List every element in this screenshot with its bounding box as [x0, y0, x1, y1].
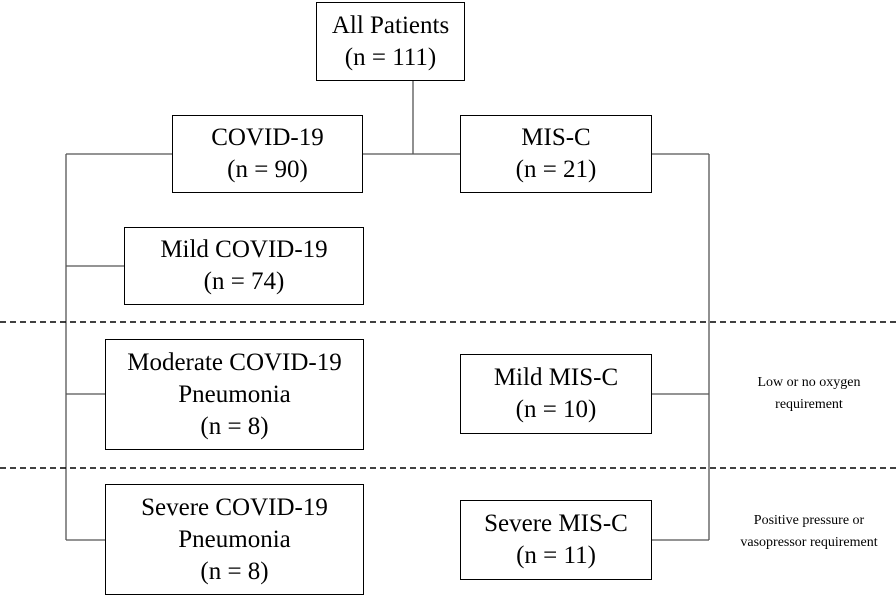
- severe-covid-sublabel: Pneumonia: [178, 525, 291, 553]
- severe-misc-count: (n = 11): [516, 542, 596, 569]
- covid-box: COVID-19 (n = 90): [172, 115, 363, 193]
- moderate-covid-sublabel: Pneumonia: [178, 380, 291, 408]
- mild-covid-count: (n = 74): [203, 268, 285, 295]
- mild-covid-label: Mild COVID-19: [160, 236, 328, 263]
- severe-covid-count: (n = 8): [200, 557, 269, 585]
- severe-covid-label: Severe COVID-19: [141, 493, 328, 521]
- misc-label: MIS-C: [521, 124, 591, 151]
- tier2-note-line2: requirement: [775, 397, 843, 412]
- misc-box: MIS-C (n = 21): [460, 115, 652, 193]
- severe-misc-box: Severe MIS-C (n = 11): [460, 500, 652, 580]
- covid-count: (n = 90): [227, 156, 308, 183]
- all-patients-count: (n = 111): [344, 43, 437, 71]
- tier3-note-line2: vasopressor requirement: [740, 535, 878, 550]
- mild-covid-box: Mild COVID-19 (n = 74): [124, 227, 364, 305]
- misc-count: (n = 21): [515, 156, 597, 183]
- severe-misc-label: Severe MIS-C: [484, 510, 628, 537]
- mild-misc-box: Mild MIS-C (n = 10): [460, 354, 652, 434]
- all-patients-box: All Patients (n = 111): [316, 2, 465, 81]
- severe-covid-box: Severe COVID-19 Pneumonia (n = 8): [105, 484, 364, 595]
- covid-label: COVID-19: [211, 124, 324, 151]
- moderate-covid-label: Moderate COVID-19: [127, 348, 342, 376]
- mild-misc-label: Mild MIS-C: [493, 364, 619, 391]
- tier2-note-line1: Low or no oxygen: [757, 375, 861, 390]
- tier3-note-line1: Positive pressure or: [753, 513, 865, 528]
- tier2-note: Low or no oxygen requirement: [728, 372, 890, 416]
- mild-misc-count: (n = 10): [515, 396, 597, 423]
- tier3-note: Positive pressure or vasopressor require…: [724, 510, 894, 554]
- moderate-covid-box: Moderate COVID-19 Pneumonia (n = 8): [105, 339, 364, 450]
- all-patients-label: All Patients: [331, 11, 450, 39]
- moderate-covid-count: (n = 8): [200, 412, 269, 440]
